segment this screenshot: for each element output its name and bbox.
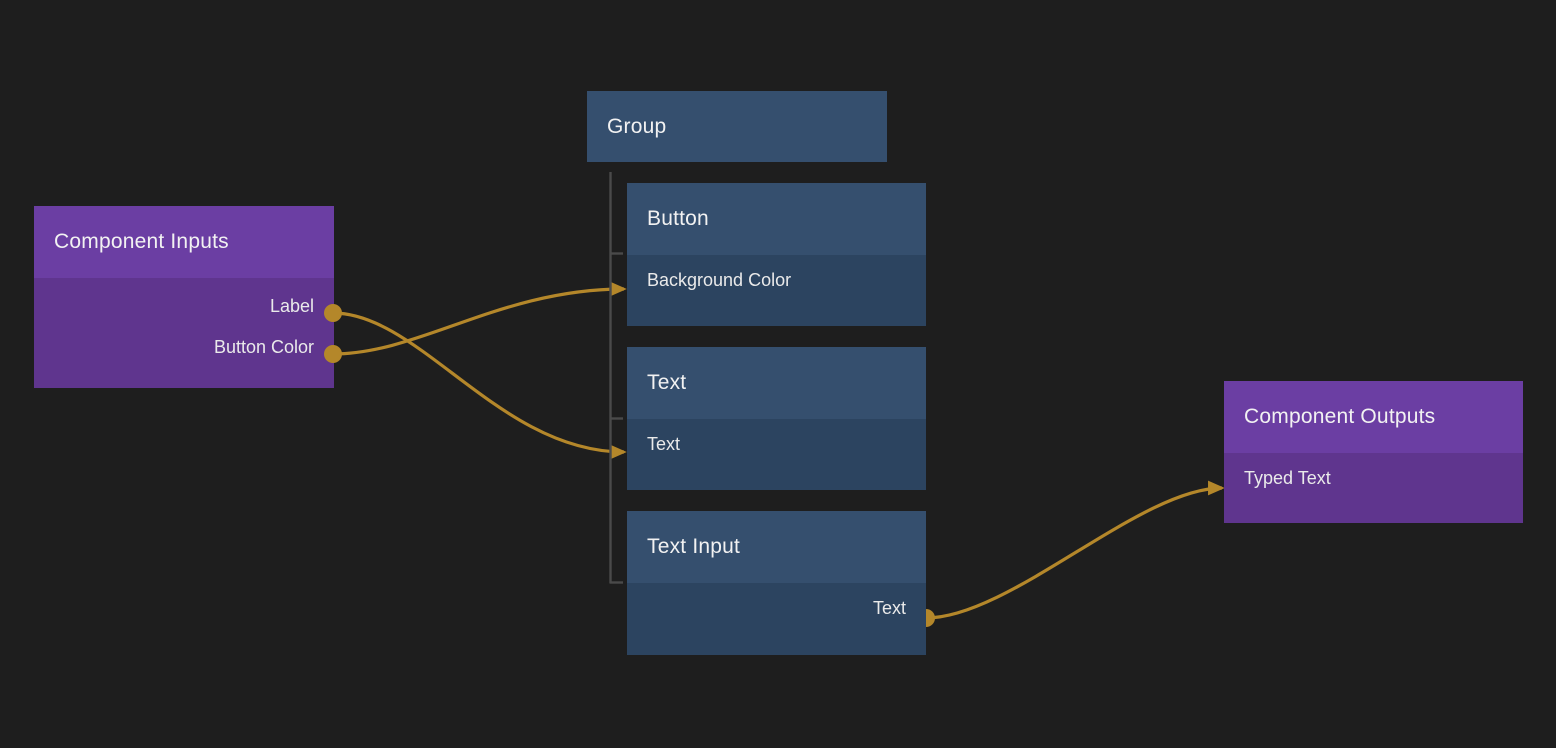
node-component-inputs-body: Label Button Color: [34, 278, 334, 388]
node-text-title: Text: [647, 371, 687, 394]
node-text-input[interactable]: Text Input Text: [627, 511, 926, 655]
port-row-button-color[interactable]: Button Color: [34, 327, 334, 368]
node-text-input-body: Text: [627, 583, 926, 655]
node-text[interactable]: Text Text: [627, 347, 926, 490]
edge-button-color-to-background-color: [332, 281, 627, 356]
node-group-header[interactable]: Group: [587, 91, 887, 162]
node-component-inputs[interactable]: Component Inputs Label Button Color: [34, 206, 334, 388]
port-label-label: Label: [269, 296, 314, 316]
port-row-typed-text[interactable]: Typed Text: [1224, 453, 1523, 503]
node-button-body: Background Color: [627, 255, 926, 326]
node-component-outputs-body: Typed Text: [1224, 453, 1523, 523]
port-row-label[interactable]: Label: [34, 286, 334, 327]
port-label-background-color: Background Color: [647, 269, 792, 290]
node-text-input-header[interactable]: Text Input: [627, 511, 926, 583]
node-text-input-title: Text Input: [647, 535, 741, 558]
node-group[interactable]: Group: [587, 91, 887, 162]
node-group-title: Group: [607, 114, 667, 138]
port-label-typed-text: Typed Text: [1244, 467, 1331, 488]
node-component-outputs[interactable]: Component Outputs Typed Text: [1224, 381, 1523, 523]
node-component-outputs-header[interactable]: Component Outputs: [1224, 381, 1523, 453]
node-button-title: Button: [647, 207, 709, 230]
edge-label-to-text: [332, 311, 627, 460]
port-label-text: Text: [647, 433, 681, 454]
node-component-inputs-header[interactable]: Component Inputs: [34, 206, 334, 278]
node-button[interactable]: Button Background Color: [627, 183, 926, 326]
port-row-text-input-text[interactable]: Text: [627, 583, 926, 633]
port-label-text-input-text: Text: [872, 597, 906, 618]
node-text-header[interactable]: Text: [627, 347, 926, 419]
node-component-outputs-title: Component Outputs: [1244, 405, 1436, 428]
edge-text-input-to-typed-text: [925, 480, 1225, 620]
node-button-header[interactable]: Button: [627, 183, 926, 255]
node-text-body: Text: [627, 419, 926, 490]
port-row-text[interactable]: Text: [627, 419, 926, 469]
port-row-background-color[interactable]: Background Color: [627, 255, 926, 305]
port-label-button-color: Button Color: [213, 337, 314, 357]
node-component-inputs-title: Component Inputs: [54, 230, 229, 253]
